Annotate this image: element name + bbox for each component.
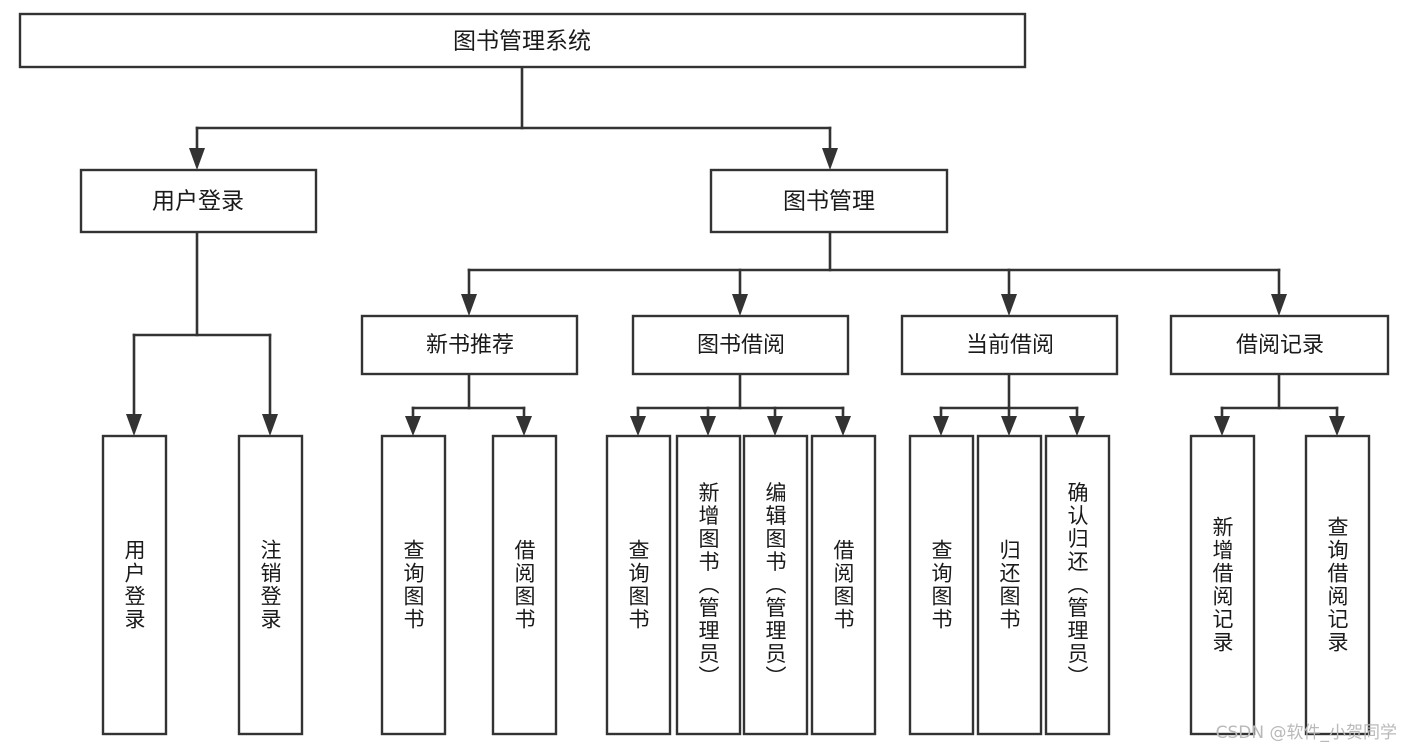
node-leaf-cur-query[interactable]: 查询图书 [908,434,975,736]
arrow-to-borrow-record [1271,294,1287,316]
node-borrow-record-label: 借阅记录 [1236,333,1324,358]
node-user-login-label: 用户登录 [152,189,244,215]
node-book-borrow-box[interactable] [631,314,850,376]
arrow-to-current-borrow [1001,294,1017,316]
node-leaf-borrow-lend-box[interactable] [810,434,877,736]
arrow-leaf-borrow-edit [767,416,783,436]
node-leaf-borrow-edit[interactable]: 编辑图书（管理员） [742,434,809,736]
node-leaf-rec-search-label: 查询借阅记录 [1325,516,1349,654]
node-leaf-rec-query-label: 查询图书 [401,539,425,631]
arrow-to-book-borrow [732,294,748,316]
arrow-to-new-book-rec [461,294,477,316]
node-leaf-borrow-add[interactable]: 新增图书（管理员） [675,434,742,736]
node-leaf-cur-return[interactable]: 归还图书 [976,434,1043,736]
node-root-box[interactable] [18,12,1027,69]
node-book-manage[interactable]: 图书管理 [709,168,949,234]
connector-group-borrowrecord [1214,372,1345,436]
arrow-to-userlogin [189,148,205,170]
arrow-leaf-rec-borrow [516,416,532,436]
connector-group-newbookrec [405,372,532,436]
node-leaf-rec-search[interactable]: 查询借阅记录 [1304,434,1371,736]
connector-group-bookborrow [630,372,851,436]
node-leaf-rec-query[interactable]: 查询图书 [380,434,447,736]
watermark-text: CSDN @软件_小贺同学 [1215,723,1397,743]
node-new-book-rec-label: 新书推荐 [426,333,514,358]
node-leaf-user-login-label: 用户登录 [122,539,146,631]
connector-group-root [189,65,838,170]
node-root[interactable]: 图书管理系统 [18,12,1027,69]
connector-group-bookmanage [461,230,1287,316]
node-leaf-user-logout-box[interactable] [237,434,304,736]
arrow-leaf-borrow-query [630,416,646,436]
arrow-leaf-user-logout [262,414,278,436]
node-leaf-borrow-query-box[interactable] [605,434,672,736]
node-leaf-rec-add-box[interactable] [1189,434,1256,736]
node-new-book-rec-box[interactable] [360,314,579,376]
node-leaf-cur-query-box[interactable] [908,434,975,736]
node-leaf-user-logout-label: 注销登录 [258,539,282,631]
arrow-leaf-cur-return [1001,416,1017,436]
node-user-login-box[interactable] [79,168,318,234]
node-leaf-rec-search-box[interactable] [1304,434,1371,736]
node-user-login[interactable]: 用户登录 [79,168,318,234]
node-current-borrow-label: 当前借阅 [966,333,1054,358]
arrow-leaf-rec-search [1329,416,1345,436]
node-leaf-cur-return-box[interactable] [976,434,1043,736]
node-book-borrow-label: 图书借阅 [697,333,785,358]
arrow-leaf-rec-query [405,416,421,436]
node-borrow-record[interactable]: 借阅记录 [1169,314,1390,376]
arrow-leaf-borrow-lend [835,416,851,436]
arrow-leaf-cur-confirm [1069,416,1085,436]
node-root-label: 图书管理系统 [453,29,591,55]
node-leaf-rec-borrow-label: 借阅图书 [512,539,536,631]
node-leaf-user-logout[interactable]: 注销登录 [237,434,304,736]
arrow-leaf-cur-query [933,416,949,436]
arrow-leaf-rec-add [1214,416,1230,436]
node-book-manage-box[interactable] [709,168,949,234]
node-leaf-borrow-lend-label: 借阅图书 [831,539,855,631]
node-leaf-borrow-lend[interactable]: 借阅图书 [810,434,877,736]
node-leaf-cur-query-label: 查询图书 [929,539,953,631]
arrow-to-bookmanage [822,148,838,170]
node-leaf-cur-confirm-box[interactable] [1044,434,1111,736]
node-leaf-user-login-box[interactable] [101,434,168,736]
node-leaf-borrow-edit-label: 编辑图书（管理员） [763,482,787,689]
node-leaf-borrow-add-label: 新增图书（管理员） [696,482,720,689]
node-leaf-borrow-add-box[interactable] [675,434,742,736]
node-book-manage-label: 图书管理 [783,189,875,215]
node-current-borrow-box[interactable] [900,314,1119,376]
node-leaf-rec-borrow-box[interactable] [491,434,558,736]
node-leaf-cur-confirm[interactable]: 确认归还（管理员） [1044,434,1111,736]
node-leaf-rec-borrow[interactable]: 借阅图书 [491,434,558,736]
node-leaf-cur-confirm-label: 确认归还（管理员） [1065,482,1089,689]
node-leaf-cur-return-label: 归还图书 [997,539,1021,631]
node-leaf-rec-add-label: 新增借阅记录 [1210,516,1234,654]
node-new-book-rec[interactable]: 新书推荐 [360,314,579,376]
node-leaf-borrow-query-label: 查询图书 [626,539,650,631]
node-leaf-rec-add[interactable]: 新增借阅记录 [1189,434,1256,736]
arrow-leaf-borrow-add [700,416,716,436]
connector-group-currentborrow [933,372,1085,436]
node-leaf-borrow-query[interactable]: 查询图书 [605,434,672,736]
connector-group-userlogin [126,230,278,436]
node-current-borrow[interactable]: 当前借阅 [900,314,1119,376]
node-leaf-borrow-edit-box[interactable] [742,434,809,736]
node-borrow-record-box[interactable] [1169,314,1390,376]
node-leaf-rec-query-box[interactable] [380,434,447,736]
node-leaf-user-login[interactable]: 用户登录 [101,434,168,736]
node-book-borrow[interactable]: 图书借阅 [631,314,850,376]
arrow-leaf-user-login [126,414,142,436]
